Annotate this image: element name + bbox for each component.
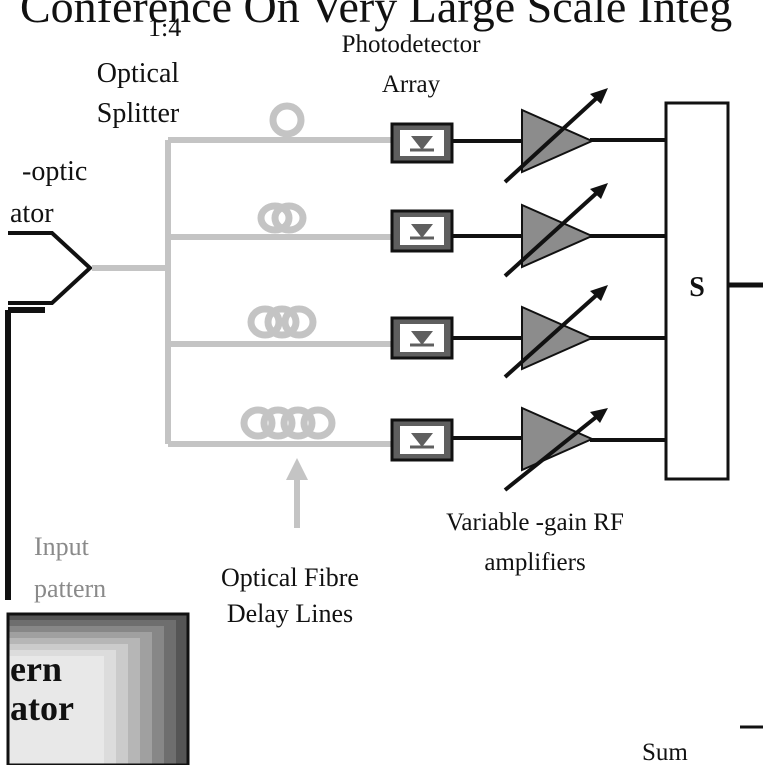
fibre-network xyxy=(92,137,392,528)
amplifier-2 xyxy=(503,183,608,278)
photodetector-array xyxy=(390,122,454,462)
amplifiers-label-line1: Variable -gain RF xyxy=(446,509,624,536)
sum-label: Sum xyxy=(642,739,688,765)
amplifiers-label-line2: amplifiers xyxy=(484,549,585,576)
splitter-label-line1: Optical xyxy=(97,58,180,89)
amplifier-4 xyxy=(503,406,608,492)
photodetector-label-line1: Photodetector xyxy=(342,31,482,58)
photodetector-label-line2: Array xyxy=(382,71,441,98)
ratio-label: 1:4 xyxy=(148,13,181,42)
rf-amplifiers xyxy=(503,88,608,492)
fibre-delay-coils xyxy=(240,102,336,440)
photodetector-3 xyxy=(390,316,454,360)
pattern-generator-box xyxy=(6,612,190,765)
modulator-shape xyxy=(5,231,93,600)
input-label-line1: Input xyxy=(34,532,90,561)
delay-lines-arrow xyxy=(286,458,308,480)
amplifier-1 xyxy=(503,88,608,184)
generator-label-line1: ern xyxy=(10,649,62,689)
delay-lines-label-line2: Delay Lines xyxy=(227,599,353,628)
electrical-lines xyxy=(452,138,763,729)
splitter-label-line2: Splitter xyxy=(97,98,180,129)
input-label-line2: pattern xyxy=(34,574,106,603)
summer-block xyxy=(664,101,730,481)
summer-label: S xyxy=(689,272,705,303)
generator-label-line2: ator xyxy=(10,688,74,728)
amplifier-3 xyxy=(503,285,608,379)
photodetector-2 xyxy=(390,209,454,253)
conference-title: Conference On Very Large Scale Integ xyxy=(20,0,732,32)
modulator-label-line2: ator xyxy=(10,198,54,229)
modulator-label-line1: -optic xyxy=(22,156,87,187)
delay-lines-label-line1: Optical Fibre xyxy=(221,563,359,592)
photodetector-4 xyxy=(390,418,454,462)
photodetector-1 xyxy=(390,122,454,164)
